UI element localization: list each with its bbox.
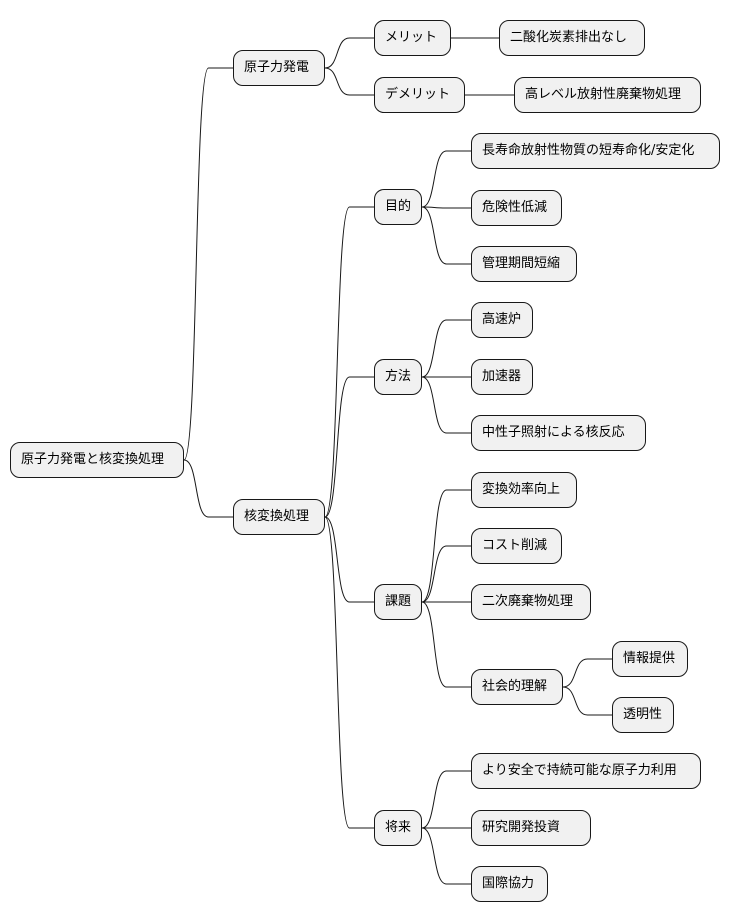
- future-item-node: より安全で持続可能な原子力利用: [471, 753, 701, 789]
- connector-line: [183, 459, 233, 518]
- merit-node: メリット: [374, 20, 451, 56]
- purpose-item-node: 危険性低減: [471, 190, 562, 226]
- connector-line: [324, 206, 374, 518]
- method-node: 方法: [374, 359, 422, 395]
- connector-line: [421, 206, 471, 265]
- connector-line: [421, 206, 471, 209]
- connector-line: [324, 37, 374, 69]
- connector-line: [421, 319, 471, 378]
- issues-item-node: コスト削減: [471, 528, 562, 564]
- purpose-item-node: 管理期間短縮: [471, 246, 577, 282]
- demerit-node: デメリット: [374, 77, 465, 113]
- purpose-node: 目的: [374, 189, 422, 225]
- future-item-node: 国際協力: [471, 866, 548, 902]
- connector-line: [183, 67, 233, 461]
- connector-line: [421, 601, 471, 688]
- connector-line: [562, 658, 612, 688]
- connector-line: [421, 489, 471, 603]
- connector-line: [324, 67, 374, 96]
- future-node: 将来: [374, 810, 422, 846]
- method-item-node: 中性子照射による核反応: [471, 415, 646, 451]
- connector-line: [421, 545, 471, 603]
- method-item-node: 高速炉: [471, 302, 533, 338]
- social-understanding-node: 社会的理解: [471, 669, 563, 705]
- connector-line: [324, 376, 374, 518]
- issues-item-node: 変換効率向上: [471, 472, 577, 508]
- connector-line: [324, 516, 374, 829]
- issues-node: 課題: [374, 584, 422, 620]
- transmutation-node: 核変換処理: [233, 499, 325, 535]
- future-item-node: 研究開発投資: [471, 810, 591, 846]
- connector-line: [421, 770, 471, 829]
- nuclear-power-node: 原子力発電: [233, 50, 325, 86]
- connector-line: [421, 827, 471, 885]
- connector-line: [421, 150, 471, 208]
- connector-line: [421, 376, 471, 434]
- connector-line: [324, 516, 374, 603]
- merit-item-node: 二酸化炭素排出なし: [499, 20, 645, 56]
- purpose-item-node: 長寿命放射性物質の短寿命化/安定化: [471, 133, 720, 169]
- demerit-item-node: 高レベル放射性廃棄物処理: [514, 77, 701, 113]
- social-item-node: 情報提供: [612, 641, 688, 677]
- issues-item-node: 二次廃棄物処理: [471, 584, 591, 620]
- root-node: 原子力発電と核変換処理: [10, 442, 184, 478]
- method-item-node: 加速器: [471, 359, 533, 395]
- connector-line: [562, 686, 612, 716]
- social-item-node: 透明性: [612, 697, 674, 733]
